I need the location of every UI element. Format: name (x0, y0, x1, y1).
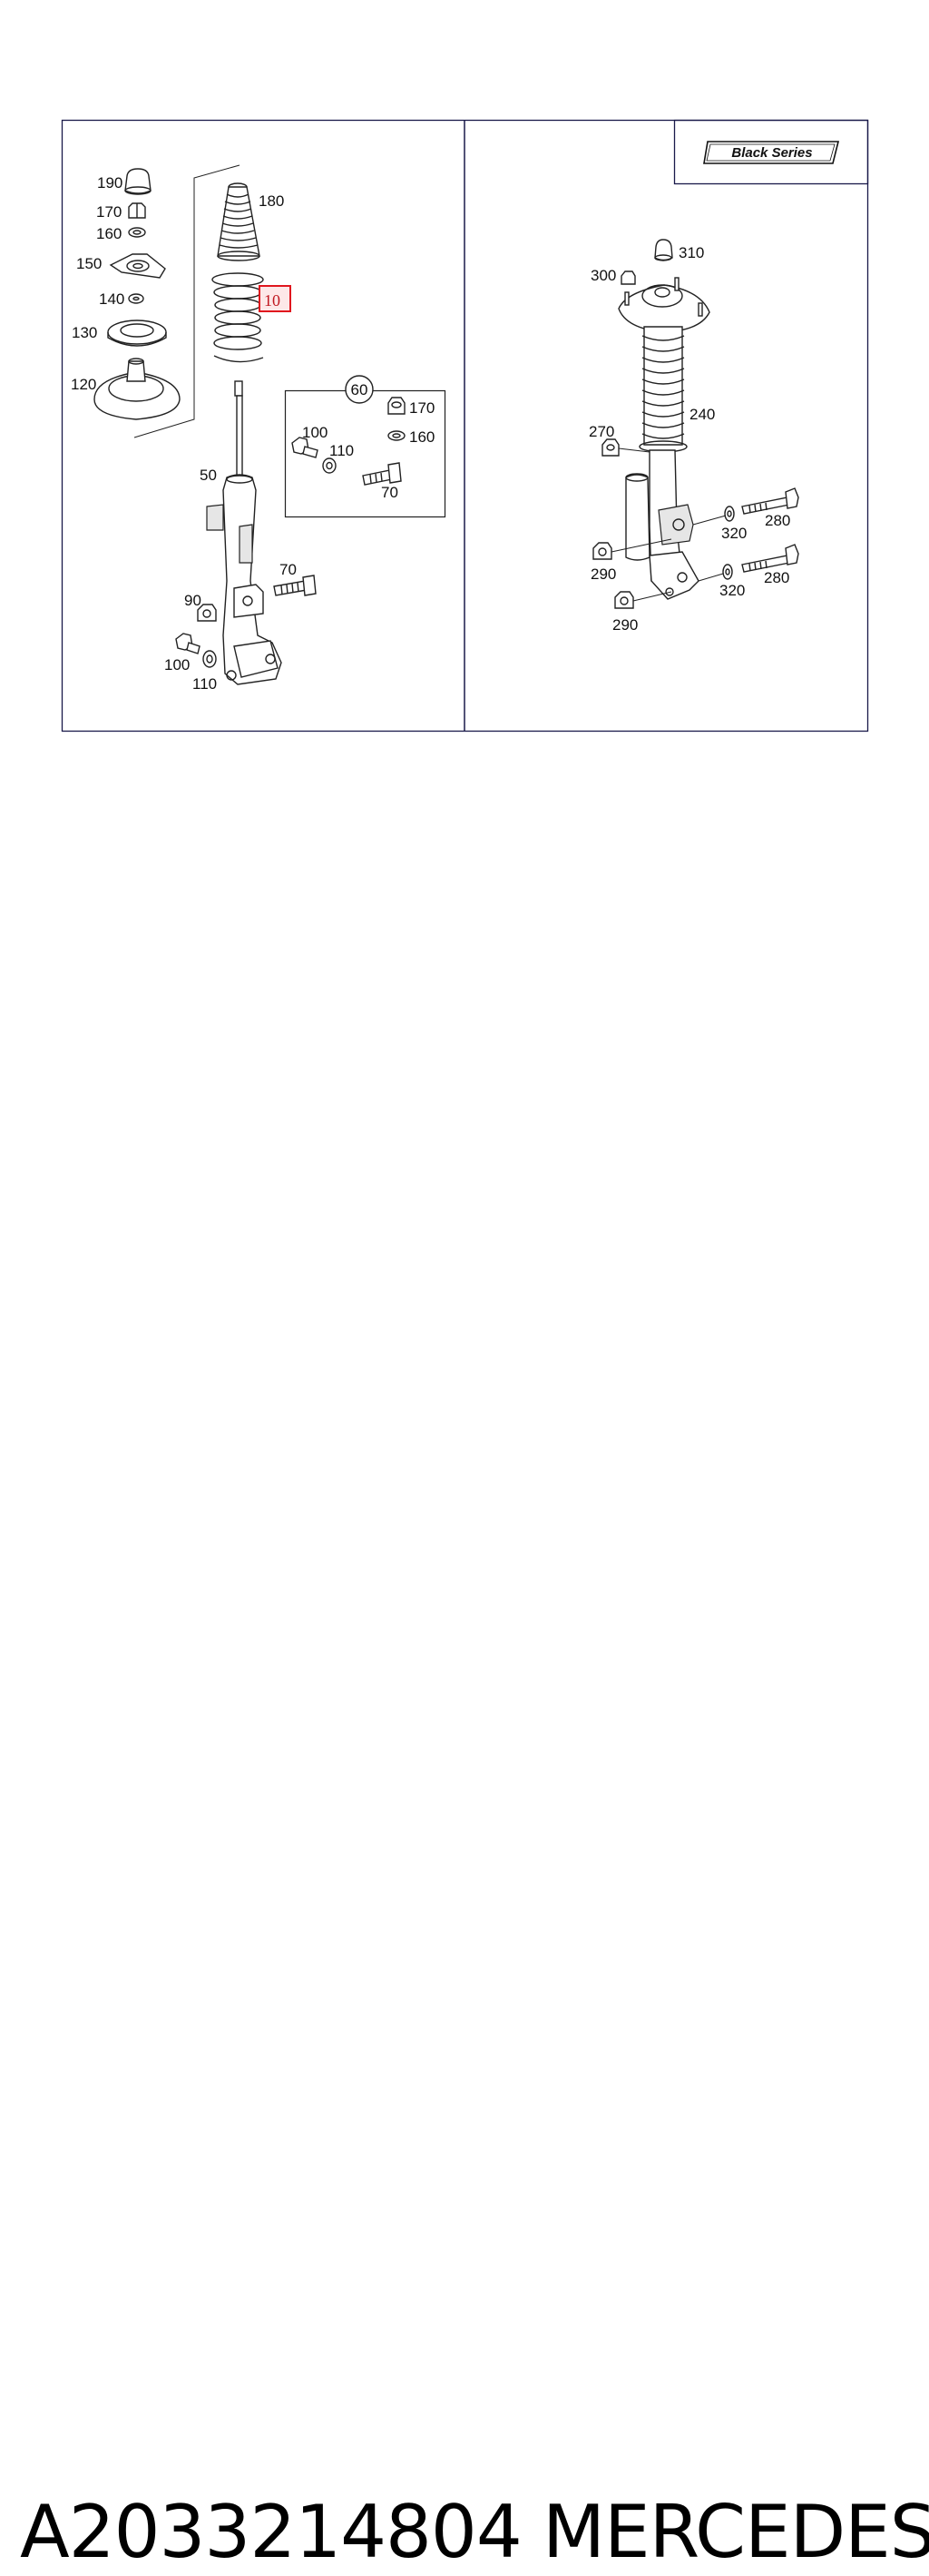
callout-70[interactable]: 70 (279, 561, 297, 578)
callout-320-lower[interactable]: 320 (719, 582, 745, 599)
callout-140[interactable]: 140 (99, 290, 124, 308)
callout-100[interactable]: 100 (164, 656, 190, 673)
badge-frame (673, 119, 869, 185)
highlight-box (259, 285, 291, 312)
plate-150 (109, 253, 166, 279)
bushing-140 (128, 293, 144, 304)
callout-190[interactable]: 190 (97, 174, 122, 192)
nut-170 (128, 202, 146, 219)
callout-290-lower[interactable]: 290 (612, 616, 638, 634)
strut-body-right (625, 449, 699, 600)
nut-290-upper (592, 542, 612, 560)
kit-washer-110 (322, 457, 337, 474)
callout-10[interactable]: 10 (264, 291, 280, 310)
bolt-100-left (175, 633, 200, 654)
kit-callout-170[interactable]: 170 (409, 399, 435, 417)
callout-50[interactable]: 50 (200, 467, 217, 484)
callout-290-upper[interactable]: 290 (591, 565, 616, 583)
callout-180[interactable]: 180 (259, 192, 284, 210)
callout-280-upper[interactable]: 280 (765, 512, 790, 529)
badge-text: Black Series (731, 145, 812, 161)
callout-280-lower[interactable]: 280 (764, 569, 789, 586)
nut-290-lower (614, 591, 634, 609)
kit-circle-60 (345, 375, 374, 404)
bolt-280-upper (741, 487, 799, 515)
kit-washer-160 (387, 430, 406, 441)
kit-bolt-70 (362, 462, 402, 486)
strut-mount-120 (93, 358, 181, 420)
kit-nut-170 (387, 397, 406, 415)
nut-300 (621, 270, 636, 285)
callout-170[interactable]: 170 (96, 203, 122, 221)
brand-name: MERCEDES (543, 2490, 929, 2574)
callout-110[interactable]: 110 (192, 675, 217, 693)
nut-270 (601, 438, 620, 457)
callout-90[interactable]: 90 (184, 592, 201, 609)
coil-spring-10 (211, 272, 264, 363)
callout-150[interactable]: 150 (76, 255, 102, 272)
parts-diagram: Black Series (61, 119, 869, 732)
callout-130[interactable]: 130 (72, 324, 97, 341)
group-bracket (133, 164, 240, 438)
caption-bar: A2033214804 MERCEDES (0, 1244, 929, 2574)
washer-320-upper (724, 506, 735, 522)
callout-160[interactable]: 160 (96, 225, 122, 242)
top-mount-right (618, 277, 710, 333)
callout-300[interactable]: 300 (591, 267, 616, 284)
dust-boot-180 (217, 182, 260, 261)
cap-310 (654, 239, 673, 261)
bearing-130 (107, 320, 167, 347)
kit-callout-160[interactable]: 160 (409, 428, 435, 446)
coil-spring-240 (639, 326, 688, 453)
washer-160 (128, 227, 146, 238)
callout-240[interactable]: 240 (689, 406, 715, 423)
callout-320-upper[interactable]: 320 (721, 525, 747, 542)
bolt-70-left (273, 575, 317, 596)
callout-120[interactable]: 120 (71, 376, 96, 393)
kit-callout-110[interactable]: 110 (329, 442, 354, 459)
washer-320-lower (722, 564, 733, 580)
part-number: A2033214804 (20, 2490, 523, 2574)
kit-callout-70[interactable]: 70 (381, 484, 398, 501)
callout-60[interactable]: 60 (351, 381, 368, 398)
shock-absorber-50 (206, 380, 282, 685)
kit-bolt-100 (291, 437, 318, 458)
bump-cap-190 (124, 168, 152, 195)
kit-callout-100[interactable]: 100 (302, 424, 328, 441)
nut-90 (197, 604, 217, 622)
black-series-badge: Black Series (703, 141, 840, 164)
callout-270[interactable]: 270 (589, 423, 614, 440)
washer-110-left (202, 650, 217, 668)
callout-310[interactable]: 310 (679, 244, 704, 261)
leader-lines-right (611, 447, 727, 602)
bolt-280-lower (741, 544, 799, 573)
